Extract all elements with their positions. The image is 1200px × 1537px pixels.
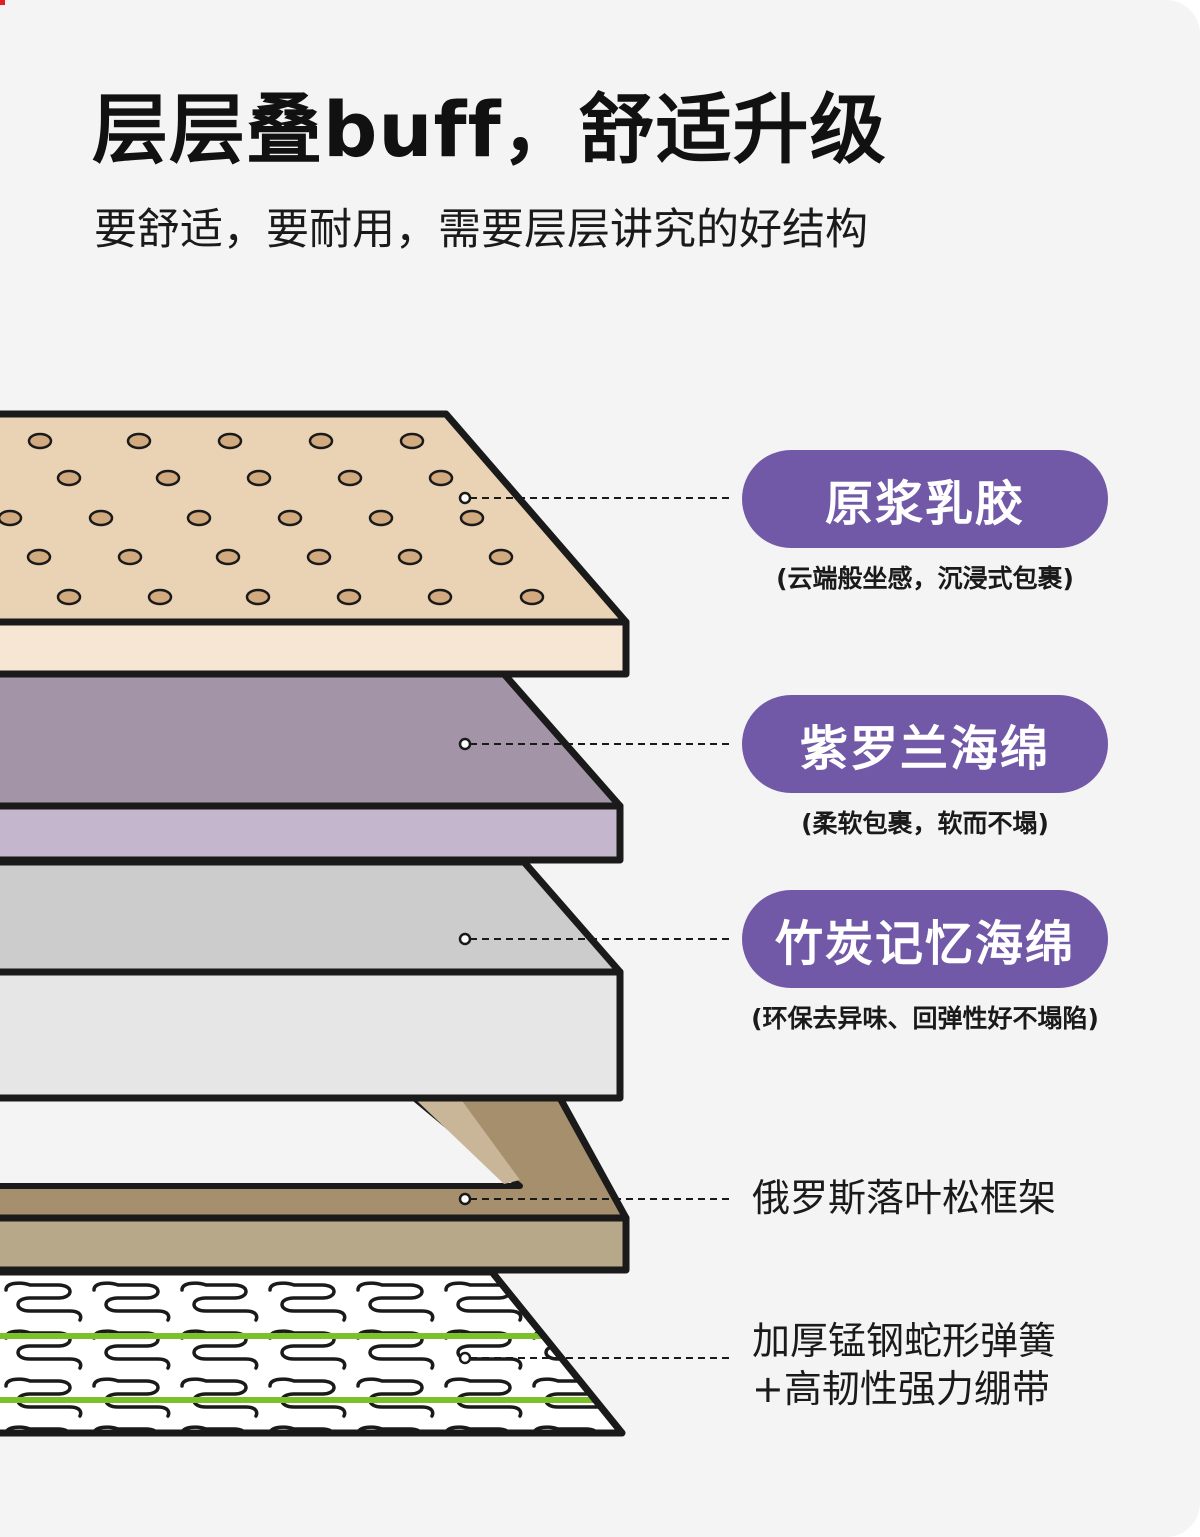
latex-hole <box>488 548 514 566</box>
latex-hole <box>336 588 362 606</box>
latex-hole <box>337 469 363 487</box>
latex-holes <box>0 432 545 606</box>
leader-lines <box>470 497 730 1359</box>
strap-line-1 <box>0 1333 622 1339</box>
leader-dot-icon <box>458 491 472 505</box>
layer-label-latex: 原浆乳胶 <box>742 450 1108 548</box>
latex-hole <box>245 588 271 606</box>
frame-layer <box>0 1094 630 1274</box>
latex-hole <box>217 432 243 450</box>
latex-hole <box>147 588 173 606</box>
latex-hole <box>428 469 454 487</box>
latex-hole <box>126 432 152 450</box>
leader-dot-icon <box>458 737 472 751</box>
latex-hole <box>459 509 485 527</box>
latex-hole <box>26 548 52 566</box>
latex-hole <box>427 588 453 606</box>
page-subtitle: 要舒适，要耐用，需要层层讲究的好结构 <box>94 205 868 255</box>
latex-hole <box>368 509 394 527</box>
corner-mark <box>0 0 5 5</box>
latex-hole <box>215 548 241 566</box>
latex-hole <box>397 548 423 566</box>
latex-hole <box>117 548 143 566</box>
layer-label-spring-line2: +高韧性强力绷带 <box>752 1367 1050 1411</box>
leader-dot-icon <box>458 932 472 946</box>
latex-hole <box>186 509 212 527</box>
latex-layer <box>0 410 630 678</box>
latex-hole <box>306 548 332 566</box>
page-title: 层层叠buff，舒适升级 <box>92 85 887 174</box>
leader-dot-icon <box>458 1351 472 1365</box>
latex-hole <box>308 432 334 450</box>
layer-label-charcoal: 竹炭记忆海绵 <box>742 890 1108 988</box>
latex-hole <box>399 432 425 450</box>
latex-hole <box>88 509 114 527</box>
leader-dot-icon <box>458 1192 472 1206</box>
layer-label-spring-line1: 加厚锰钢蛇形弹簧 <box>752 1319 1057 1363</box>
latex-hole <box>56 588 82 606</box>
layer-note-violet: (柔软包裹，软而不塌) <box>801 809 1049 838</box>
layer-label-violet: 紫罗兰海绵 <box>742 695 1108 793</box>
latex-hole <box>246 469 272 487</box>
strap-line-2 <box>0 1397 622 1403</box>
latex-hole <box>277 509 303 527</box>
latex-hole <box>519 588 545 606</box>
latex-hole <box>0 509 23 527</box>
layer-note-latex: (云端般坐感，沉浸式包裹) <box>776 564 1074 593</box>
latex-hole <box>27 432 53 450</box>
charcoal-foam-layer <box>0 858 624 1102</box>
layer-note-charcoal: (环保去异味、回弹性好不塌陷) <box>751 1004 1099 1033</box>
violet-foam-layer <box>0 670 624 864</box>
spring-layer <box>0 1268 626 1437</box>
latex-hole <box>155 469 181 487</box>
latex-hole <box>56 469 82 487</box>
layer-label-frame: 俄罗斯落叶松框架 <box>752 1176 1057 1220</box>
